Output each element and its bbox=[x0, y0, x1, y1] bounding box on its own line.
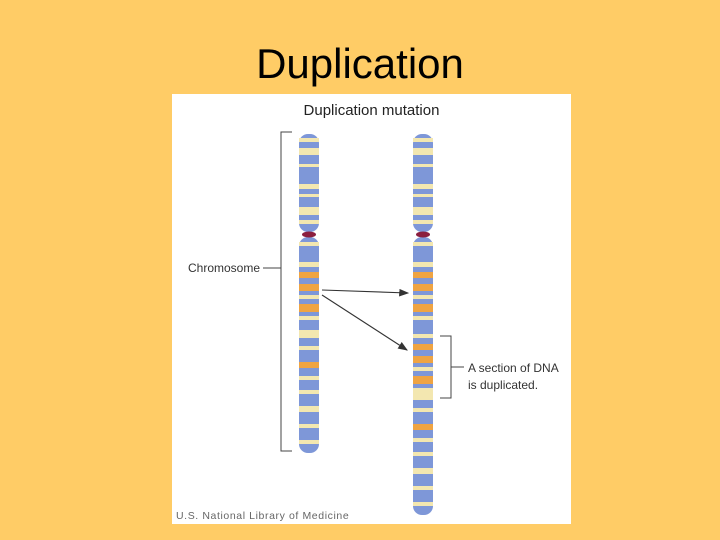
duplicated-chromosome-band bbox=[413, 284, 433, 291]
normal-chromosome-lower-arm bbox=[299, 237, 319, 453]
duplicated-chromosome-band bbox=[413, 344, 433, 350]
normal-chromosome-band bbox=[299, 362, 319, 368]
normal-chromosome-band bbox=[299, 330, 319, 338]
normal-chromosome-band bbox=[299, 164, 319, 167]
duplicated-chromosome-band bbox=[413, 408, 433, 412]
duplication-label: A section of DNA is duplicated. bbox=[468, 360, 559, 394]
duplicated-chromosome-band bbox=[413, 356, 433, 363]
normal-chromosome-band bbox=[299, 220, 319, 224]
duplicated-chromosome-band bbox=[413, 452, 433, 456]
normal-chromosome-band bbox=[299, 207, 319, 215]
duplicated-chromosome-band bbox=[413, 486, 433, 490]
duplicated-chromosome-band bbox=[413, 194, 433, 197]
normal-chromosome-band bbox=[299, 262, 319, 267]
duplicated-chromosome-band bbox=[413, 304, 433, 312]
duplicated-chromosome-band bbox=[413, 424, 433, 430]
duplicated-chromosome-band bbox=[413, 262, 433, 267]
diagram-svg bbox=[263, 131, 464, 515]
arrow-to-duplicated-segment bbox=[321, 294, 408, 351]
normal-chromosome-band bbox=[299, 272, 319, 278]
chromosome-label: Chromosome bbox=[188, 261, 261, 275]
normal-chromosome-band bbox=[299, 295, 319, 299]
normal-chromosome-band bbox=[299, 138, 319, 142]
normal-chromosome-band bbox=[299, 390, 319, 394]
duplicated-chromosome-band bbox=[413, 316, 433, 320]
normal-chromosome-band bbox=[299, 346, 319, 350]
duplicated-chromosome-band bbox=[413, 272, 433, 278]
duplicated-chromosome-band bbox=[413, 438, 433, 442]
duplicated-centromere bbox=[416, 231, 430, 238]
slide-title: Duplication bbox=[256, 40, 464, 87]
normal-chromosome-band bbox=[299, 304, 319, 312]
normal-chromosome-band bbox=[299, 184, 319, 189]
normal-chromosome-band bbox=[299, 440, 319, 444]
figure-title: Duplication mutation bbox=[303, 102, 440, 119]
duplicated-chromosome-band bbox=[413, 334, 433, 338]
duplicated-chromosome-band bbox=[413, 164, 433, 167]
duplication-label-line1: A section of DNA bbox=[468, 361, 559, 375]
arrow-to-original-segment bbox=[321, 288, 410, 297]
duplicated-chromosome-band bbox=[413, 242, 433, 246]
duplicated-chromosome-band bbox=[413, 376, 433, 384]
chromosome-bracket bbox=[280, 131, 292, 452]
normal-centromere bbox=[302, 231, 316, 238]
duplication-bracket bbox=[440, 335, 452, 399]
normal-chromosome-band bbox=[299, 316, 319, 320]
normal-chromosome-band bbox=[299, 424, 319, 428]
duplicated-chromosome-band bbox=[413, 148, 433, 155]
normal-chromosome-band bbox=[299, 284, 319, 291]
duplicated-chromosome-band bbox=[413, 367, 433, 371]
duplication-figure: Duplication mutation Chromosome A sectio… bbox=[172, 94, 571, 524]
normal-chromosome-band bbox=[299, 242, 319, 246]
duplicated-chromosome-band bbox=[413, 388, 433, 392]
duplicated-chromosome-band bbox=[413, 502, 433, 506]
duplicated-chromosome-band bbox=[413, 220, 433, 224]
normal-chromosome-band bbox=[299, 406, 319, 412]
image-credit: U.S. National Library of Medicine bbox=[176, 510, 350, 522]
duplication-label-line2: is duplicated. bbox=[468, 378, 539, 392]
normal-chromosome-band bbox=[299, 194, 319, 197]
duplicated-chromosome-band bbox=[413, 138, 433, 142]
normal-chromosome-band bbox=[299, 148, 319, 155]
duplicated-chromosome-band bbox=[413, 468, 433, 474]
normal-chromosome bbox=[299, 134, 319, 453]
duplicated-chromosome-band bbox=[413, 295, 433, 299]
duplicated-chromosome-band bbox=[413, 207, 433, 215]
duplicated-chromosome bbox=[413, 134, 433, 515]
duplicated-chromosome-band bbox=[413, 184, 433, 189]
normal-chromosome-band bbox=[299, 376, 319, 380]
duplicated-chromosome-band bbox=[413, 392, 433, 400]
